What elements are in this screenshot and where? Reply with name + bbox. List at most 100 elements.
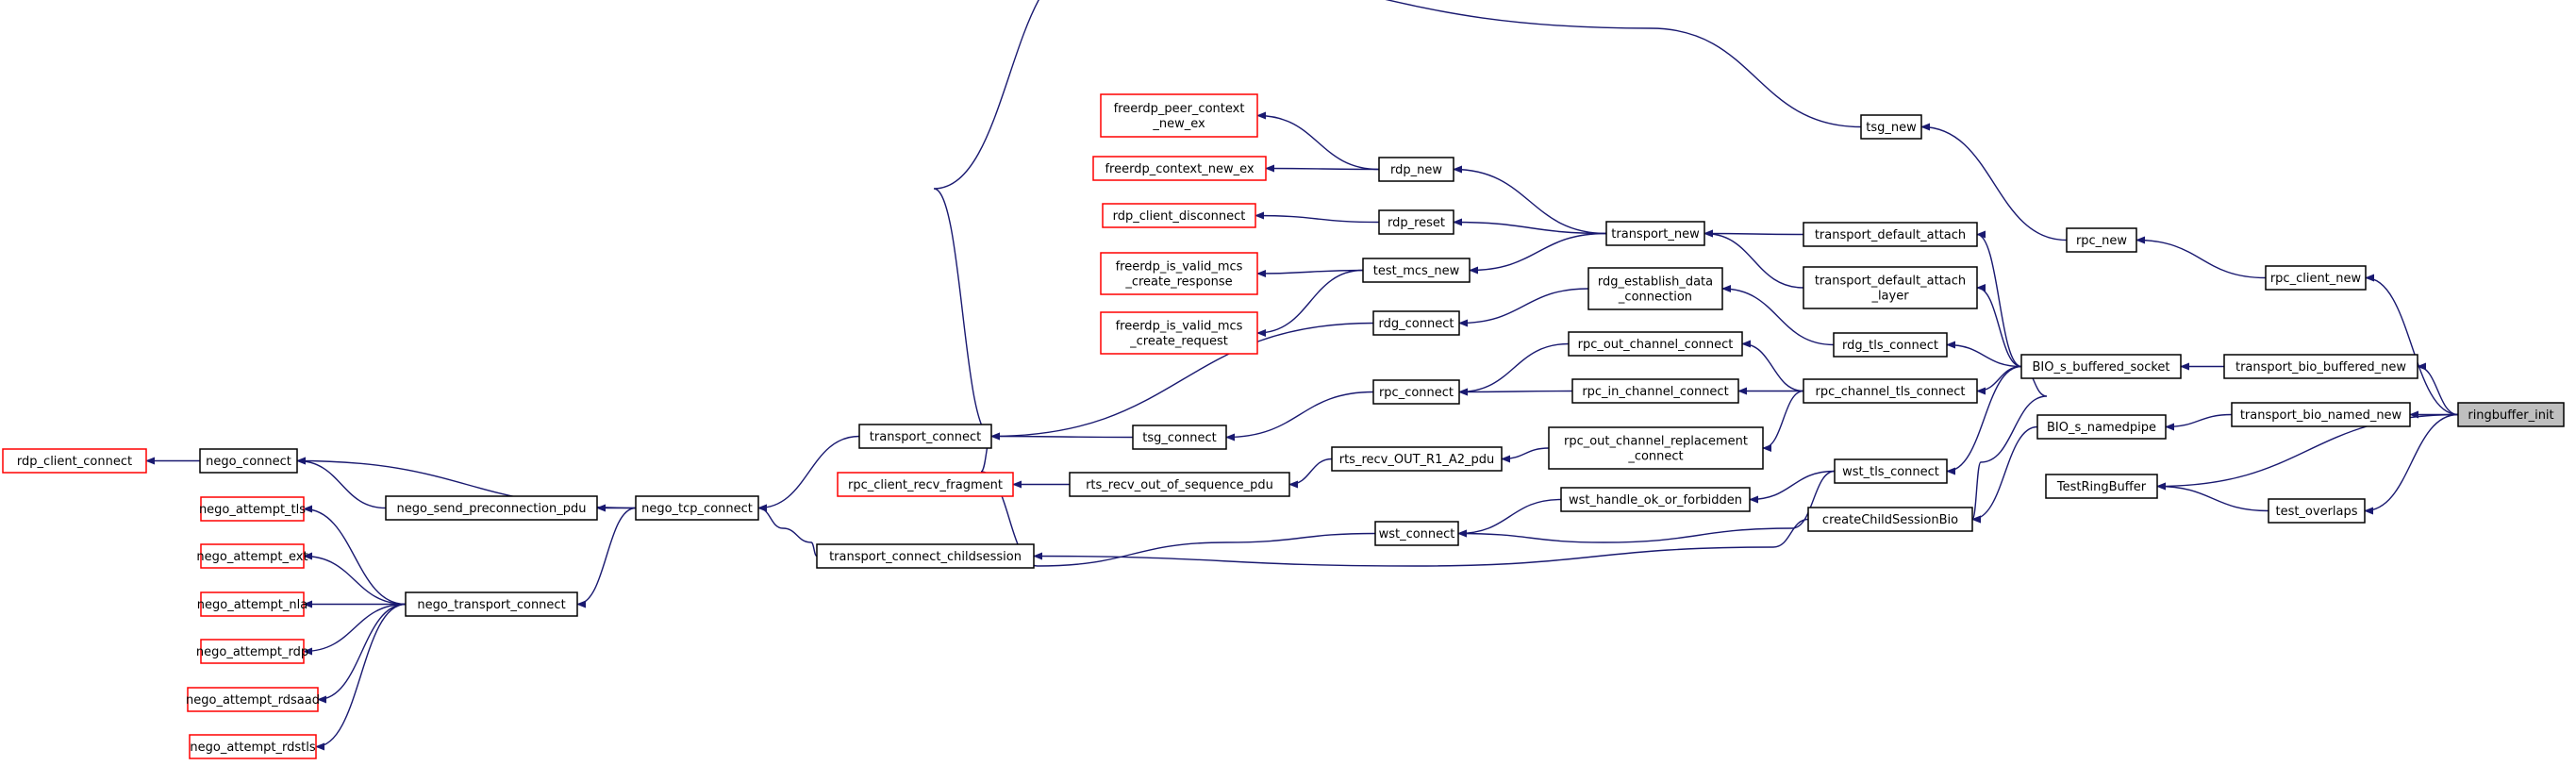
node-transport-default-attach-layer[interactable]: transport_default_attach_layer [1803,266,1978,309]
node-nego-attempt-ext[interactable]: nego_attempt_ext [196,543,308,569]
node-transport-default-attach[interactable]: transport_default_attach [1803,222,1978,247]
node-nego-attempt-rdp[interactable]: nego_attempt_rdp [196,639,308,664]
node-rpc-new[interactable]: rpc_new [2066,227,2137,253]
node-nego-attempt-rdsaad[interactable]: nego_attempt_rdsaad [186,687,320,712]
node-rdp-reset[interactable]: rdp_reset [1378,209,1454,235]
edge-nego-connect-to-nego-send-preconnection-pdu [296,457,387,509]
node-label: nego_attempt_nla [197,598,307,612]
edge-rdg-tls-connect-to-bio-s-buffered-socket [1946,341,2022,368]
node-label: nego_attempt_tls [199,503,306,517]
node-box [1100,93,1258,138]
node-label: _create_request [1129,335,1228,349]
node-bio-s-buffered-socket[interactable]: BIO_s_buffered_socket [2020,354,2182,379]
node-transport-bio-buffered-new[interactable]: transport_bio_buffered_new [2223,354,2418,379]
node-freerdp-is-valid-mcs-create-request[interactable]: freerdp_is_valid_mcs_create_request [1100,311,1258,355]
node-box [1372,310,1460,336]
node-wst-tls-connect[interactable]: wst_tls_connect [1834,458,1948,484]
node-label: ringbuffer_init [2468,408,2553,423]
node-tsg-connect[interactable]: tsg_connect [1132,425,1227,450]
node-box [200,591,305,617]
node-label: rts_recv_OUT_R1_A2_pdu [1339,453,1495,467]
node-box [189,734,317,759]
node-rpc-out-channel-connect[interactable]: rpc_out_channel_connect [1568,331,1743,357]
node-freerdp-peer-context-new-ex[interactable]: freerdp_peer_context_new_ex [1100,93,1258,138]
edge-test-mcs-new-to-transport-new [1469,232,1607,275]
node-test-overlaps[interactable]: test_overlaps [2268,498,2366,524]
node-label: rpc_client_recv_fragment [848,478,1003,492]
node-nego-attempt-tls[interactable]: nego_attempt_tls [199,496,306,522]
node-label: BIO_s_buffered_socket [2032,360,2169,375]
edge-rdp-client-disconnect-to-rdp-reset [1255,211,1380,224]
edge-transport-default-attach-layer-to-bio-s-buffered-socket [1976,284,2022,368]
node-label: nego_tcp_connect [641,502,753,516]
node-wst-handle-ok-or-forbidden[interactable]: wst_handle_ok_or_forbidden [1560,487,1751,512]
node-nego-tcp-connect[interactable]: nego_tcp_connect [635,495,759,521]
node-wst-connect[interactable]: wst_connect [1374,521,1459,546]
node-label: freerdp_is_valid_mcs [1116,320,1243,334]
node-nego-send-preconnection-pdu[interactable]: nego_send_preconnection_pdu [385,495,598,521]
node-label: freerdp_peer_context [1114,102,1245,116]
edge-createchildsessionbio-to-bio-s-buffered-socket [1971,365,2048,524]
node-nego-connect[interactable]: nego_connect [199,448,298,474]
node-rts-recv-out-r1-a2-pdu[interactable]: rts_recv_OUT_R1_A2_pdu [1331,446,1503,472]
node-rts-recv-out-of-sequence-pdu[interactable]: rts_recv_out_of_sequence_pdu [1069,472,1290,497]
node-label: _connection [1618,291,1692,305]
nodes: ringbuffer_init rpc_client_new transport_b… [2,93,2565,759]
node-label: freerdp_is_valid_mcs [1116,260,1243,275]
edge-nego-attempt-ext-to-nego-transport-connect [303,552,407,606]
edge-rdp-reset-to-transport-new [1453,218,1607,235]
node-box [1100,311,1258,355]
node-nego-transport-connect[interactable]: nego_transport_connect [405,591,578,617]
node-tsg-new[interactable]: tsg_new [1860,114,1922,140]
node-rpc-client-recv-fragment[interactable]: rpc_client_recv_fragment [837,472,1014,497]
node-box [816,543,1035,569]
node-box [1132,425,1227,450]
node-box [1807,507,1973,532]
edge-nego-attempt-rdp-to-nego-transport-connect [303,603,407,656]
node-freerdp-context-new-ex[interactable]: freerdp_context_new_ex [1092,156,1267,181]
node-label: tsg_new [1866,121,1917,135]
edge-freerdp-is-valid-mcs-create-response-to-test-mcs-new [1256,269,1364,277]
node-label: rpc_channel_tls_connect [1816,385,1966,399]
node-rpc-channel-tls-connect[interactable]: rpc_channel_tls_connect [1803,378,1978,404]
node-label: nego_attempt_ext [196,550,307,564]
node-transport-connect[interactable]: transport_connect [858,424,992,449]
node-label: nego_attempt_rdstls [190,741,315,755]
node-label: freerdp_context_new_ex [1105,162,1254,176]
node-nego-attempt-nla[interactable]: nego_attempt_nla [197,591,307,617]
node-ringbuffer-init[interactable]: ringbuffer_init [2457,402,2565,427]
node-bio-s-namedpipe[interactable]: BIO_s_namedpipe [2036,414,2167,440]
node-label: wst_tls_connect [1842,465,1939,479]
node-label: transport_default_attach [1815,228,1966,242]
node-createchildsessionbio[interactable]: createChildSessionBio [1807,507,1973,532]
node-testringbuffer[interactable]: TestRingBuffer [2045,474,2158,499]
node-rdp-client-disconnect[interactable]: rdp_client_disconnect [1102,203,1256,228]
edge-nego-transport-connect-to-nego-tcp-connect [576,507,637,608]
node-box [2265,265,2367,291]
node-transport-connect-childsession[interactable]: transport_connect_childsession [816,543,1035,569]
node-transport-bio-named-new[interactable]: transport_bio_named_new [2231,402,2411,427]
edge-rpc-connect-to-rpc-out-channel-connect [1458,342,1570,396]
node-label: rpc_connect [1379,386,1454,400]
node-rpc-client-new[interactable]: rpc_client_new [2265,265,2367,291]
node-transport-new[interactable]: transport_new [1605,221,1705,246]
edge-rpc-connect-to-rpc-in-channel-connect [1458,388,1573,396]
edge-rts-recv-out-r1-a2-pdu-to-rpc-out-channel-replacement-connect [1501,447,1550,463]
edge-transport-connect-to-tsg-new [933,0,1862,441]
node-box [2020,354,2182,379]
node-rpc-in-channel-connect[interactable]: rpc_in_channel_connect [1571,378,1739,404]
node-rdg-connect[interactable]: rdg_connect [1372,310,1460,336]
node-rdg-establish-data-connection[interactable]: rdg_establish_data_connection [1587,267,1723,310]
node-nego-attempt-rdstls[interactable]: nego_attempt_rdstls [189,734,317,759]
node-box [1587,267,1723,310]
node-rdp-client-connect[interactable]: rdp_client_connect [2,448,147,474]
node-rdp-new[interactable]: rdp_new [1378,157,1454,182]
node-rpc-connect[interactable]: rpc_connect [1372,379,1460,405]
node-box [1362,258,1471,283]
node-rdg-tls-connect[interactable]: rdg_tls_connect [1833,332,1948,358]
node-test-mcs-new[interactable]: test_mcs_new [1362,258,1471,283]
edge-tsg-new-to-rpc-new [1920,123,2068,241]
node-freerdp-is-valid-mcs-create-response[interactable]: freerdp_is_valid_mcs_create_response [1100,252,1258,295]
edge-transport-default-attach-to-bio-s-buffered-socket [1976,230,2022,368]
node-rpc-out-channel-replacement-connect[interactable]: rpc_out_channel_replacement_connect [1548,426,1764,470]
